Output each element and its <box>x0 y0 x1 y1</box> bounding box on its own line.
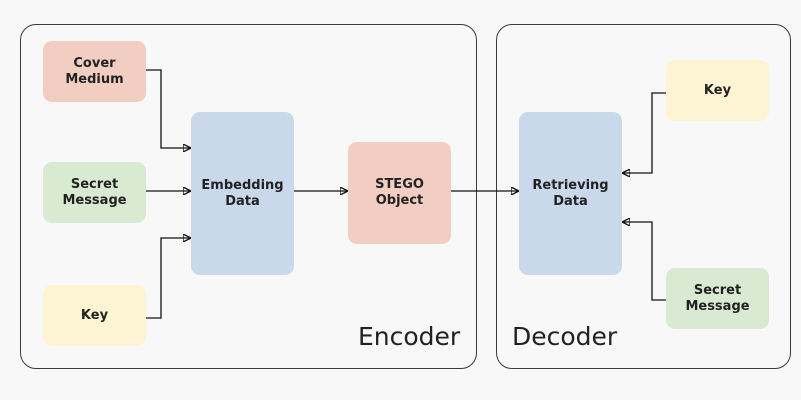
encoder-key-node: Key <box>43 285 146 346</box>
decoder-key-node: Key <box>666 60 769 121</box>
decoder-secret-message-node: Secret Message <box>666 268 769 329</box>
encoder-label: Encoder <box>358 322 461 351</box>
stego-object-node: STEGO Object <box>348 142 451 244</box>
decoder-label: Decoder <box>512 322 618 351</box>
cover-medium-node: Cover Medium <box>43 41 146 102</box>
embedding-data-node: Embedding Data <box>191 112 294 275</box>
retrieving-data-node: Retrieving Data <box>519 112 622 275</box>
secret-message-node: Secret Message <box>43 162 146 223</box>
